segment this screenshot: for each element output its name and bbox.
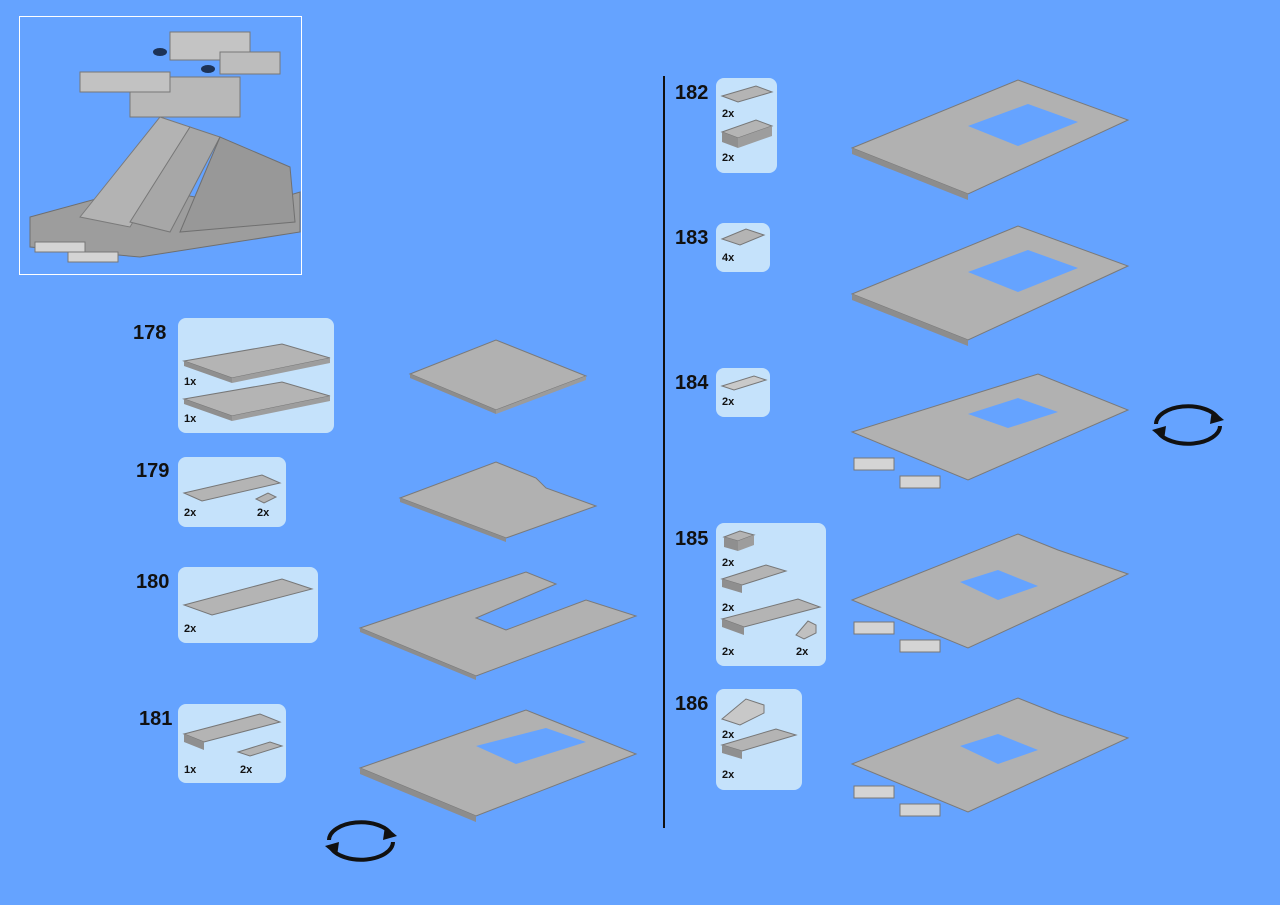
assembly-step-184 xyxy=(850,373,1130,489)
part-quantity: 1x xyxy=(184,413,197,425)
brick-part xyxy=(182,713,282,750)
assembly-step-183 xyxy=(850,225,1130,346)
brick-part xyxy=(720,564,788,593)
parts-callout: 2x 2x xyxy=(178,457,286,527)
brick-part xyxy=(720,119,774,148)
step-number: 183 xyxy=(675,227,709,249)
parts-callout: 1x 2x xyxy=(178,704,286,783)
plate-part xyxy=(182,578,314,616)
plate-part xyxy=(720,228,766,246)
rotate-model-icon xyxy=(325,820,397,862)
model-illustration xyxy=(29,31,301,263)
part-quantity: 2x xyxy=(184,623,197,635)
plate-part xyxy=(236,741,284,757)
assembly-step-185 xyxy=(850,533,1130,653)
step-number: 186 xyxy=(675,693,709,715)
slope-part xyxy=(795,620,817,640)
part-quantity: 1x xyxy=(184,376,197,388)
step-number: 178 xyxy=(133,322,167,344)
brick-part xyxy=(720,728,798,759)
assembly-step-186 xyxy=(850,697,1130,817)
parts-callout: 1x 1x xyxy=(178,318,334,433)
step-number: 180 xyxy=(136,571,170,593)
parts-callout: 2x 2x xyxy=(716,78,777,173)
plate-part xyxy=(254,492,278,504)
part-quantity: 2x xyxy=(722,557,735,569)
part-quantity: 2x xyxy=(722,108,735,120)
part-quantity: 2x xyxy=(796,646,809,658)
plate-part xyxy=(182,343,331,383)
part-quantity: 2x xyxy=(240,764,253,776)
column-divider xyxy=(663,76,665,828)
rotate-model-icon xyxy=(1152,404,1224,446)
part-quantity: 2x xyxy=(722,646,735,658)
assembly-step-181 xyxy=(358,709,638,822)
step-number: 179 xyxy=(136,460,170,482)
plate-part xyxy=(720,85,774,103)
assembly-step-179 xyxy=(398,461,598,542)
step-number: 185 xyxy=(675,528,709,550)
part-quantity: 4x xyxy=(722,252,735,264)
slope-part xyxy=(720,698,765,726)
brick-part xyxy=(722,530,756,551)
step-number: 182 xyxy=(675,82,709,104)
brick-part xyxy=(720,598,822,635)
part-quantity: 1x xyxy=(184,764,197,776)
part-quantity: 2x xyxy=(722,769,735,781)
step-number: 181 xyxy=(139,708,173,730)
assembly-step-182 xyxy=(850,79,1130,200)
part-quantity: 2x xyxy=(722,729,735,741)
parts-callout: 2x 2x xyxy=(716,689,802,790)
parts-callout: 2x 2x 2x 2x xyxy=(716,523,826,666)
step-number: 184 xyxy=(675,372,709,394)
plate-part xyxy=(182,381,331,421)
assembly-step-178 xyxy=(408,339,588,414)
part-quantity: 2x xyxy=(722,396,735,408)
part-quantity: 2x xyxy=(257,507,270,519)
parts-callout: 2x xyxy=(178,567,318,643)
part-quantity: 2x xyxy=(722,602,735,614)
tile-part xyxy=(720,375,768,391)
parts-callout: 4x xyxy=(716,223,770,272)
part-quantity: 2x xyxy=(722,152,735,164)
parts-callout: 2x xyxy=(716,368,770,417)
finished-model-preview xyxy=(19,16,302,275)
plate-part xyxy=(182,474,282,502)
part-quantity: 2x xyxy=(184,507,197,519)
assembly-step-180 xyxy=(358,571,638,680)
